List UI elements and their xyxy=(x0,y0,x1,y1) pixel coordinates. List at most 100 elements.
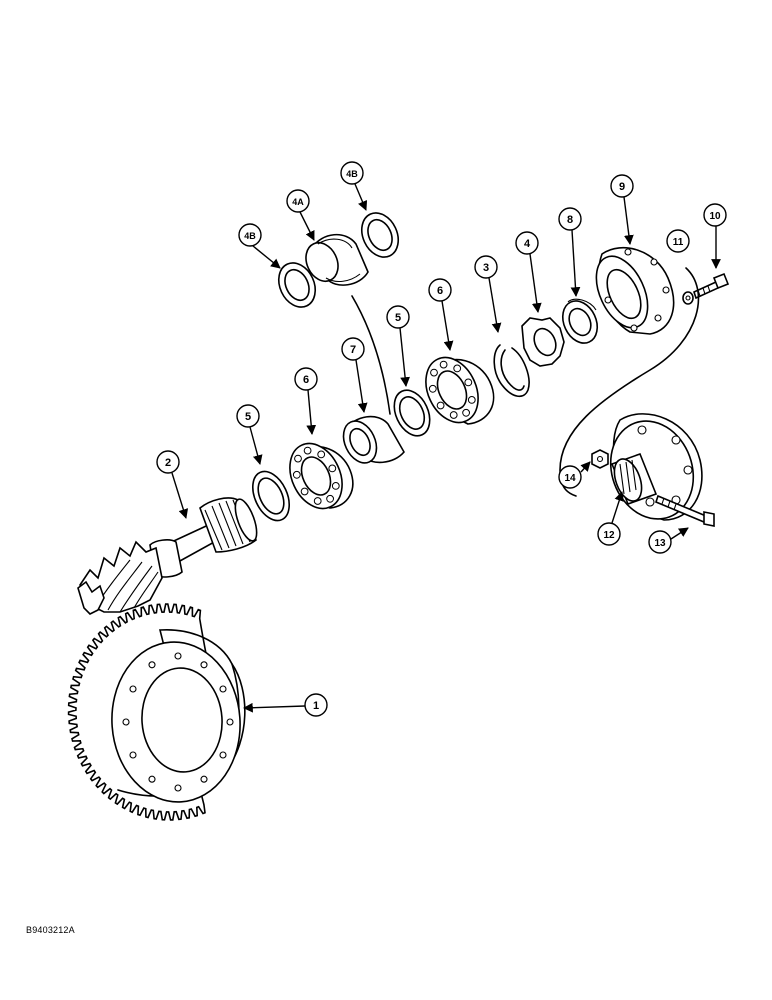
leader-4b-right xyxy=(354,183,368,211)
bolt-hole xyxy=(226,718,234,726)
bearing-ball xyxy=(294,454,302,463)
bolt-hole xyxy=(148,661,156,669)
flange-12 xyxy=(609,413,703,521)
leader-1 xyxy=(243,702,306,713)
bolt-hole xyxy=(174,652,182,660)
bolt-hole xyxy=(148,775,156,783)
bolt-hole xyxy=(219,685,227,693)
callout-7-label: 7 xyxy=(350,344,356,356)
bearing-ball xyxy=(326,494,335,503)
bearing-ball xyxy=(462,408,471,417)
thrust-washer-5-left xyxy=(252,470,290,522)
bearing-ball xyxy=(436,401,445,410)
bearing-ball xyxy=(428,384,437,393)
callout-5-left-label: 5 xyxy=(245,411,251,423)
bearing-ball xyxy=(303,446,312,455)
bolt-10 xyxy=(693,272,730,300)
bearing-ball xyxy=(292,470,301,479)
bearing-ball xyxy=(430,368,438,377)
leader-3 xyxy=(488,277,502,333)
bearing-ball xyxy=(300,487,309,496)
bolt-hole xyxy=(129,685,137,693)
bearing-ball xyxy=(317,450,326,459)
leader-arrows xyxy=(171,183,721,713)
leader-6-left xyxy=(306,389,317,435)
callout-4b-left-label: 4B xyxy=(244,231,256,241)
callout-2-label: 2 xyxy=(165,457,171,469)
callout-10: 10 xyxy=(703,203,727,227)
callout-6-right-label: 6 xyxy=(437,285,443,297)
leader-6-right xyxy=(441,300,454,351)
callout-4a: 4A xyxy=(286,189,310,213)
callout-11-label: 11 xyxy=(673,237,684,248)
callout-3: 3 xyxy=(474,255,498,279)
bolt-13 xyxy=(655,494,715,527)
callout-4-label: 4 xyxy=(524,238,531,250)
bearing-ball xyxy=(328,464,337,473)
leader-5-left xyxy=(249,426,263,465)
callout-7: 7 xyxy=(341,337,365,361)
bearing-ball xyxy=(439,360,448,369)
ring-gear xyxy=(67,603,246,821)
bearing-ball xyxy=(313,497,322,505)
callout-13: 13 xyxy=(648,530,672,554)
snap-ring-3 xyxy=(493,344,530,398)
washer-4b-left xyxy=(277,262,317,308)
sleeve-4a xyxy=(305,233,369,286)
callout-5-right-label: 5 xyxy=(395,312,401,324)
spacer-7 xyxy=(342,415,405,464)
callout-4a-label: 4A xyxy=(292,197,304,207)
nut-14 xyxy=(591,449,609,469)
callout-6-left: 6 xyxy=(294,367,318,391)
callout-8-label: 8 xyxy=(567,214,573,226)
callout-14: 14 xyxy=(558,465,582,489)
callout-1: 1 xyxy=(304,693,328,717)
callout-6-left-label: 6 xyxy=(303,374,309,386)
bearing-ball xyxy=(449,411,458,419)
callout-4: 4 xyxy=(515,231,539,255)
callout-4b-left: 4B xyxy=(238,223,262,247)
bearing-housing-9 xyxy=(595,246,675,335)
callout-9-label: 9 xyxy=(619,181,625,193)
leader-4 xyxy=(529,253,542,313)
callout-5-right: 5 xyxy=(386,305,410,329)
washer-4b-right xyxy=(360,212,400,258)
callout-4b-right: 4B xyxy=(340,161,364,185)
leader-8 xyxy=(570,229,581,297)
bolt-hole xyxy=(200,775,208,783)
bearing-ball xyxy=(467,396,476,404)
nut-4 xyxy=(521,317,565,367)
pinion-shaft xyxy=(77,497,258,615)
thrust-washer-5-right xyxy=(393,389,431,437)
callout-13-label: 13 xyxy=(654,538,666,549)
assembly-connector-line xyxy=(351,295,391,415)
leader-13 xyxy=(670,527,689,540)
callout-11: 11 xyxy=(666,229,690,253)
leader-2 xyxy=(171,472,189,519)
leader-14 xyxy=(580,461,591,473)
callout-12: 12 xyxy=(597,522,621,546)
callout-12-label: 12 xyxy=(603,530,615,541)
leader-12 xyxy=(611,491,624,524)
leader-4a xyxy=(299,211,315,241)
leader-9 xyxy=(623,196,634,245)
callout-14-label: 14 xyxy=(564,473,576,484)
bolt-hole xyxy=(200,661,208,669)
bolt-hole xyxy=(174,784,182,792)
bolt-hole xyxy=(129,751,137,759)
leader-5-right xyxy=(399,327,410,387)
callout-3-label: 3 xyxy=(483,262,489,274)
figure-code: B9403212A xyxy=(26,925,75,935)
callout-4b-right-label: 4B xyxy=(346,169,358,179)
seal-8 xyxy=(561,298,599,344)
bearing-ball xyxy=(453,364,462,373)
leader-7 xyxy=(355,359,368,413)
bearing-ball xyxy=(331,482,340,490)
bearing-6-right xyxy=(425,356,495,425)
callout-10-label: 10 xyxy=(709,211,721,222)
leader-4b-left xyxy=(252,245,281,269)
bolt-hole xyxy=(219,751,227,759)
washer-11 xyxy=(682,291,694,305)
callout-8: 8 xyxy=(558,207,582,231)
